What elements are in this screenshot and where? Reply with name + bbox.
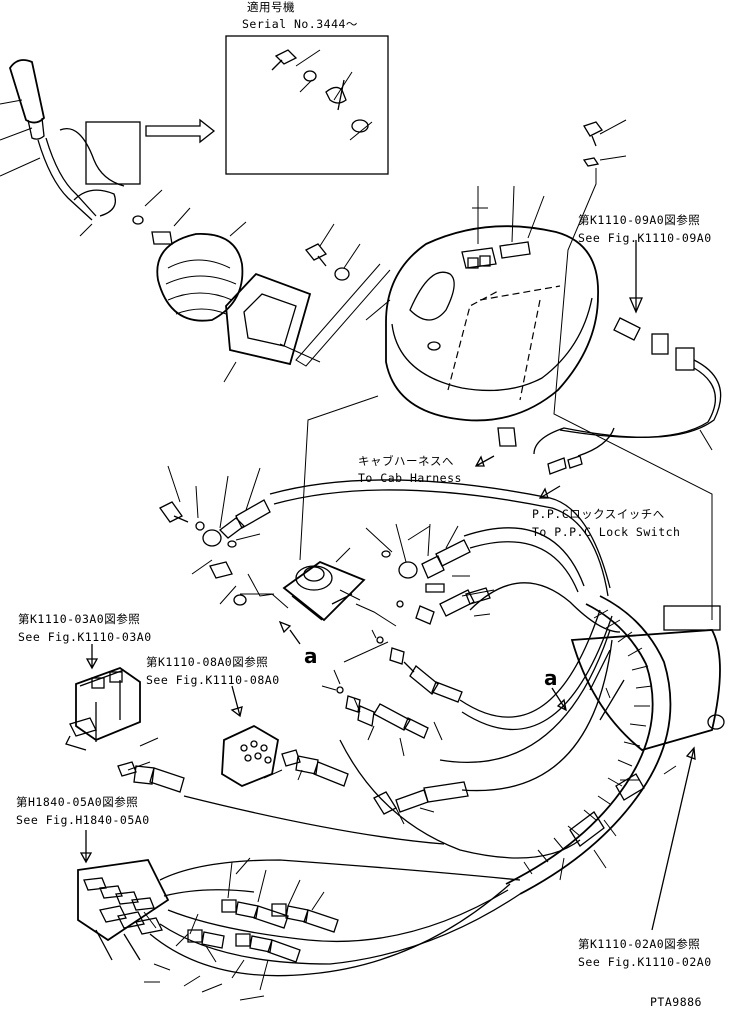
cab-harness-jp: キャブハーネスへ (358, 454, 454, 468)
lever-bolt (151, 231, 173, 245)
bracket-plate (570, 605, 725, 751)
ref-k1110-08a0-en: See Fig.K1110-08A0 (146, 673, 280, 687)
mark-a-right: a (544, 666, 558, 690)
rubber-boot (156, 233, 244, 322)
ref-arrow-02a0 (651, 746, 696, 931)
ref-k1110-02a0-en: See Fig.K1110-02A0 (578, 955, 712, 969)
solenoid-valve (65, 666, 141, 751)
cab-harness-en: To Cab Harness (358, 471, 462, 485)
boot-plate (225, 272, 312, 366)
hose-4 (459, 609, 601, 718)
console-box (385, 225, 599, 422)
fitting-group-upper-left (159, 499, 271, 606)
top-right-leaders (553, 119, 713, 620)
ref-k1110-09a0-en: See Fig.K1110-09A0 (578, 231, 712, 245)
ref-arrow-03a0 (85, 644, 99, 670)
fitting-08a0-leaders (263, 769, 303, 781)
lever-wire (59, 128, 125, 187)
cab-connector (497, 427, 517, 447)
inset-clip (325, 79, 369, 133)
top-right-bolt (583, 121, 603, 147)
valve-leader (299, 395, 379, 561)
fitting-08a0 (281, 749, 349, 787)
ref-k1110-08a0-jp: 第K1110-08A0図参照 (146, 655, 269, 669)
hose-8 (183, 795, 445, 845)
hose-5 (439, 629, 611, 764)
protector-leaders (559, 687, 677, 881)
serial-inset-box (225, 35, 389, 175)
ref-k1110-03a0-en: See Fig.K1110-03A0 (18, 630, 152, 644)
serial-number: Serial No.3444～ (242, 17, 358, 31)
connector-block-08a0 (221, 724, 279, 788)
hose-4b (461, 615, 613, 730)
bottom-fittings (187, 899, 339, 963)
top-right-washer (582, 157, 600, 167)
connector-right (533, 317, 722, 455)
right-fitting-leaders (321, 523, 495, 825)
console-bolt (304, 243, 328, 267)
ref-h1840-05a0-jp: 第H1840-05A0図参照 (16, 795, 139, 809)
drawing-number: PTA9886 (650, 995, 702, 1009)
lever-detail-box (85, 121, 141, 185)
hose-1b (273, 489, 609, 597)
lever-knob (9, 59, 97, 221)
ref-arrow-08a0-b (230, 685, 243, 718)
hose-1 (269, 479, 611, 589)
bottom-leaders (143, 857, 325, 1001)
ref-k1110-03a0-jp: 第K1110-03A0図参照 (18, 612, 141, 626)
ref-arrow-05a0 (79, 830, 93, 864)
inset-leaders (295, 49, 373, 141)
ppc-lock-jp: P.P.Cロックスイッチへ (532, 507, 665, 521)
console-line-a (295, 263, 391, 367)
inset-bolt (271, 49, 298, 71)
ref-h1840-05a0-en: See Fig.H1840-05A0 (16, 813, 150, 827)
hose-2b (469, 541, 579, 593)
ppc-connector (547, 427, 615, 475)
lever-bracket (73, 189, 117, 217)
lever-leaders (0, 99, 191, 237)
clamp (569, 773, 645, 847)
fitting-group-right (336, 539, 491, 815)
hose-6 (461, 639, 613, 792)
valve-bank (77, 859, 170, 961)
ppc-arrow (538, 485, 561, 499)
mark-a-left: a (304, 644, 318, 668)
fitting-03a0 (117, 761, 185, 793)
console-line-b (365, 299, 391, 321)
hose-2 (463, 527, 585, 587)
inset-arrow (145, 118, 216, 144)
ref-k1110-02a0-jp: 第K1110-02A0図参照 (578, 937, 701, 951)
console-top-leaders (472, 185, 545, 244)
ref-arrow-09a0 (629, 240, 643, 314)
hose-3 (469, 582, 621, 633)
inset-washer (303, 70, 317, 82)
hose-7 (339, 739, 581, 859)
serial-title: 適用号機 (247, 0, 295, 14)
ref-arrow-08a0 (278, 620, 301, 645)
upper-left-leaders (167, 465, 275, 605)
console-leaders (319, 223, 361, 269)
ppc-lock-en: To P.P.C Lock Switch (532, 525, 681, 539)
boot-leaders (223, 221, 321, 383)
lever-washer (132, 215, 144, 225)
ppc-valve (282, 560, 366, 622)
cab-arrow (474, 455, 495, 467)
console-washer (334, 267, 350, 281)
ref-k1110-09a0-jp: 第K1110-09A0図参照 (578, 213, 701, 227)
fitting-03a0-leaders (127, 737, 159, 771)
valve-bank-hoses (149, 859, 521, 977)
mark-a-arrow (551, 687, 567, 712)
